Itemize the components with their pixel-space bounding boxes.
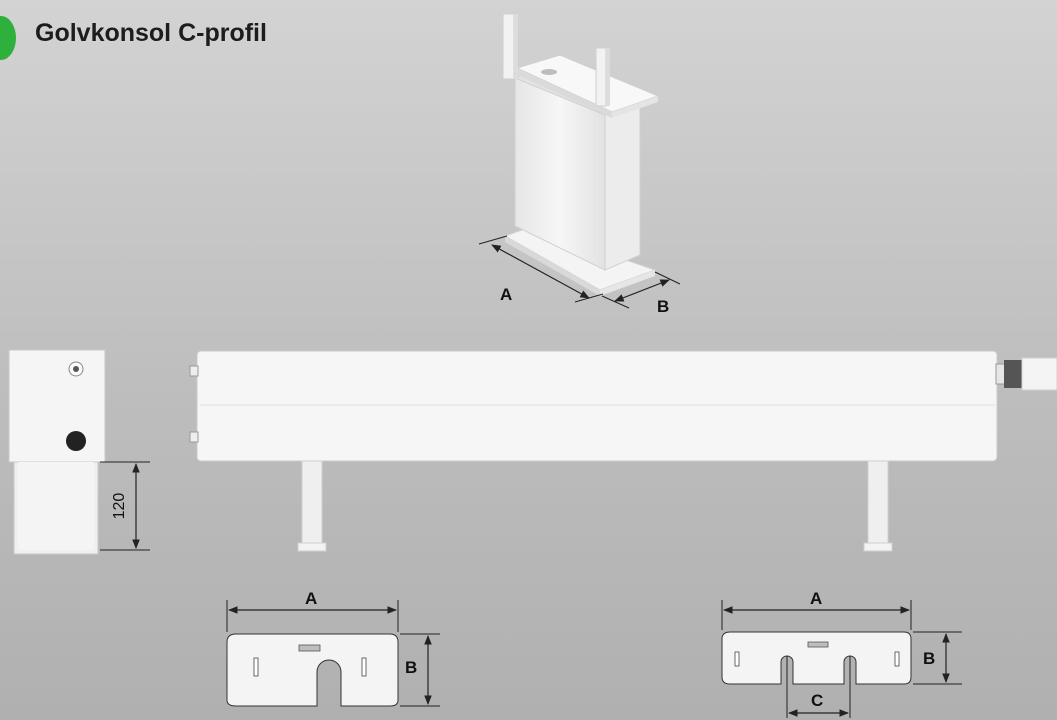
perspective-dim-b-label: B [657, 297, 669, 316]
page-title: Golvkonsol C-profil [35, 19, 267, 47]
perspective-dim-a-label: A [500, 285, 512, 304]
mounting-plate-narrow: A B [226, 589, 440, 707]
radiator-side-view: 120 [8, 349, 150, 555]
plate-narrow-dim-a-label: A [305, 589, 317, 608]
green-badge-icon [0, 16, 16, 60]
side-height-label: 120 [111, 493, 128, 520]
radiator-front-view [189, 350, 1057, 552]
mounting-plate-wide: A B C [721, 589, 962, 718]
plate-wide-dim-b-label: B [923, 649, 935, 668]
plate-narrow-dim-b-label: B [405, 658, 417, 677]
plate-wide-dim-c-label: C [811, 691, 823, 710]
bracket-perspective-view: A B [478, 13, 681, 316]
plate-wide-dim-a-label: A [810, 589, 822, 608]
